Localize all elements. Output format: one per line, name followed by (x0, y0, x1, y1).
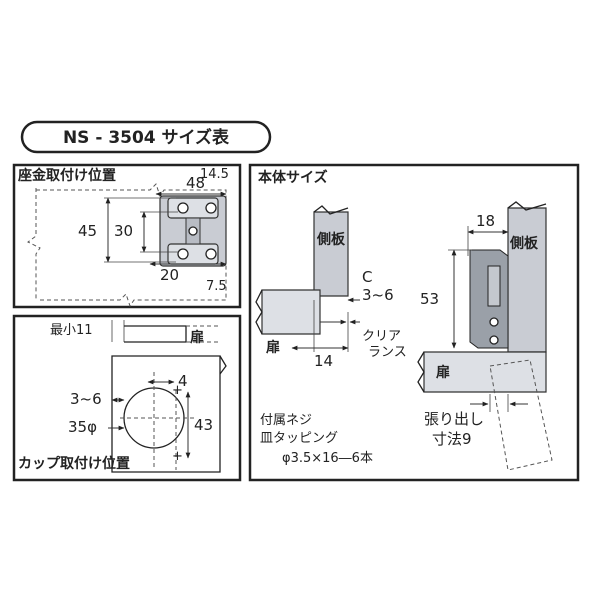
left-side-panel-label: 側板 (316, 231, 346, 248)
cup-heading: カップ取付け位置 (18, 455, 130, 472)
screw-hole-icon (205, 202, 217, 214)
body-heading: 本体サイズ (258, 169, 328, 186)
screw-note-line-2: 皿タッピング (260, 431, 338, 446)
svg-text:+: + (172, 383, 183, 398)
hinge-screw-icon (489, 317, 499, 327)
right-view: 側板 扉 18 53 張り出し 寸法9 (417, 201, 553, 471)
break-line-bottom (40, 293, 226, 308)
c-range: 3~6 (362, 286, 394, 304)
dim-3-6: 3~6 (70, 390, 102, 408)
cup-frame (12, 314, 242, 482)
cup-door-label: 扉 (190, 329, 204, 346)
clearance-line-2: ランス (368, 345, 407, 360)
right-door (423, 351, 547, 393)
dim-35: 35φ (68, 418, 97, 436)
dim-30: 30 (114, 222, 133, 240)
hinge-screw-icon (489, 335, 499, 345)
break-line-left (27, 188, 41, 300)
screw-note: 付属ネジ 皿タッピング φ3.5×16―6本 (260, 413, 373, 466)
left-door-label: 扉 (266, 339, 280, 356)
overhang-line-1: 張り出し (424, 410, 484, 428)
dim-45: 45 (78, 222, 97, 240)
title-banner: NS - 3504 サイズ表 (20, 120, 272, 154)
dim-4: 4 (178, 372, 188, 390)
screw-note-line-3: φ3.5×16―6本 (282, 451, 373, 466)
dim-18: 18 (476, 212, 495, 230)
overhang-line-2: 寸法9 (432, 430, 472, 448)
screw-hole-icon (177, 248, 189, 260)
screw-hole-icon (188, 226, 198, 236)
dim-48: 48 (186, 174, 205, 192)
dim-14-5: 14.5 (200, 167, 229, 182)
dim-20: 20 (160, 266, 179, 284)
left-door (261, 289, 321, 335)
left-side-panel (313, 211, 349, 297)
cup-panel: 最小11 扉 + + 4 3~6 35φ 43 カップ取付け位置 (12, 314, 242, 482)
body-size-panel: 本体サイズ 側板 扉 C 3~6 クリア ランス 14 (248, 163, 580, 482)
left-view: 側板 扉 C 3~6 クリア ランス 14 (255, 205, 407, 370)
dim-14: 14 (314, 352, 333, 370)
clearance-line-1: クリア (362, 329, 401, 344)
seat-plate-panel: 座金取付け位置 48 14.5 45 30 20 7.5 (12, 163, 242, 309)
right-side-panel-label: 側板 (509, 235, 539, 252)
min-11-label: 最小11 (50, 323, 93, 338)
svg-text:+: + (172, 449, 183, 464)
title-text: NS - 3504 サイズ表 (63, 127, 230, 148)
body-frame (248, 163, 580, 482)
right-side-panel (507, 207, 547, 353)
screw-hole-icon (177, 202, 189, 214)
screw-note-line-1: 付属ネジ (260, 413, 312, 428)
dim-7-5: 7.5 (206, 279, 227, 294)
seat-plate-heading: 座金取付け位置 (18, 167, 116, 184)
dim-43: 43 (194, 416, 213, 434)
title-pill (20, 120, 272, 154)
c-label: C (362, 268, 372, 286)
screw-hole-icon (205, 248, 217, 260)
door-outline (111, 355, 221, 473)
door-top-part (124, 325, 187, 343)
open-door-outline (489, 359, 553, 471)
right-door-label: 扉 (436, 364, 450, 381)
dim-53: 53 (420, 290, 439, 308)
seat-plate-frame (12, 163, 242, 309)
